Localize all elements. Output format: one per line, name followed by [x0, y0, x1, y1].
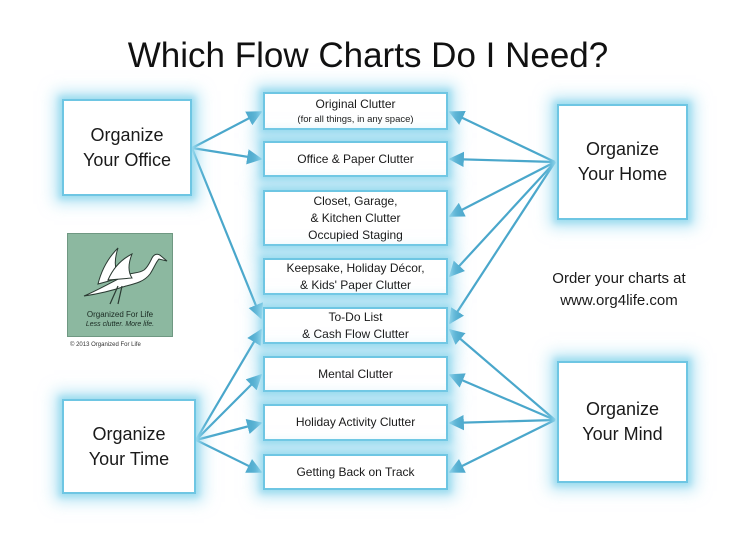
chart-label-line2: (for all things, in any space) [297, 113, 414, 125]
arrow-home-to-original [448, 111, 556, 163]
chart-closet-garage-kitchen: Closet, Garage, & Kitchen Clutter Occupi… [263, 190, 448, 246]
arrow-home-to-closet [448, 161, 556, 217]
arrow-time-to-track [195, 439, 263, 473]
chart-label-line1: Mental Clutter [318, 366, 393, 381]
logo-tagline: Less clutter. More life. [85, 321, 155, 328]
chart-label-line1: Original Clutter [315, 96, 396, 111]
chart-label-line2: & Kitchen Clutter [310, 210, 401, 225]
chart-label-line3: Occupied Staging [308, 227, 403, 242]
order-line1: Order your charts at [552, 270, 686, 287]
organize-time-box: Organize Your Time [62, 399, 196, 494]
arrow-home-to-paper [448, 151, 556, 168]
organize-home-box: Organize Your Home [557, 104, 688, 220]
arrow-office-to-original [191, 111, 263, 149]
chart-office-paper-clutter: Office & Paper Clutter [263, 141, 448, 177]
organize-home-line2: Your Home [577, 164, 668, 184]
arrow-home-to-keepsake [448, 161, 556, 278]
organize-office-line2: Your Office [82, 149, 172, 170]
chart-label-line1: Office & Paper Clutter [297, 151, 414, 166]
chart-label-line1: Closet, Garage, [313, 193, 398, 208]
organize-time-line1: Organize [92, 423, 166, 444]
chart-label-line1: Holiday Activity Clutter [295, 415, 416, 429]
arrow-time-to-mental [195, 373, 263, 441]
arrow-time-to-todo [195, 328, 262, 441]
arrow-time-to-holiday [195, 419, 263, 442]
order-url: www.org4life.com [560, 292, 678, 309]
order-charts-note: Order your charts at www.org4life.com [534, 268, 704, 312]
organize-home-line1: Organize [585, 139, 660, 159]
chart-todo-cash-flow: To-Do List & Cash Flow Clutter [263, 307, 448, 344]
organize-time-line2: Your Time [88, 448, 170, 469]
organize-office-line1: Organize [90, 124, 164, 145]
arrow-home-to-todo [449, 161, 556, 325]
chart-label-line2: & Cash Flow Clutter [302, 326, 409, 341]
chart-original-clutter: Original Clutter (for all things, in any… [263, 92, 448, 130]
arrow-office-to-paper [191, 146, 263, 165]
arrow-mind-to-todo [448, 328, 556, 421]
chart-getting-back-on-track: Getting Back on Track [263, 454, 448, 490]
organize-mind-line2: Your Mind [582, 424, 663, 444]
chart-label-line1: Keepsake, Holiday Décor, [286, 260, 425, 275]
logo-name: Organized For Life [86, 310, 154, 319]
chart-mental-clutter: Mental Clutter [263, 356, 448, 392]
organize-office-box: Organize Your Office [62, 99, 192, 196]
organize-mind-box: Organize Your Mind [557, 361, 688, 483]
page-title: Which Flow Charts Do I Need? [127, 36, 609, 75]
arrow-mind-to-holiday [448, 414, 556, 431]
organize-mind-line1: Organize [585, 399, 660, 419]
organized-for-life-logo: Organized For Life Less clutter. More li… [67, 233, 173, 337]
copyright-text: © 2013 Organized For Life [70, 342, 141, 348]
arrow-mind-to-track [448, 419, 556, 473]
chart-label-line1: To-Do List [328, 309, 383, 324]
arrow-mind-to-mental [448, 373, 556, 422]
arrow-office-to-todo [190, 147, 263, 320]
heron-icon [83, 247, 168, 305]
chart-label-line2: & Kids' Paper Clutter [299, 277, 411, 292]
chart-label-line1: Getting Back on Track [296, 464, 415, 479]
chart-holiday-activity-clutter: Holiday Activity Clutter [263, 404, 448, 441]
chart-keepsake-holiday-decor: Keepsake, Holiday Décor, & Kids' Paper C… [263, 258, 448, 295]
